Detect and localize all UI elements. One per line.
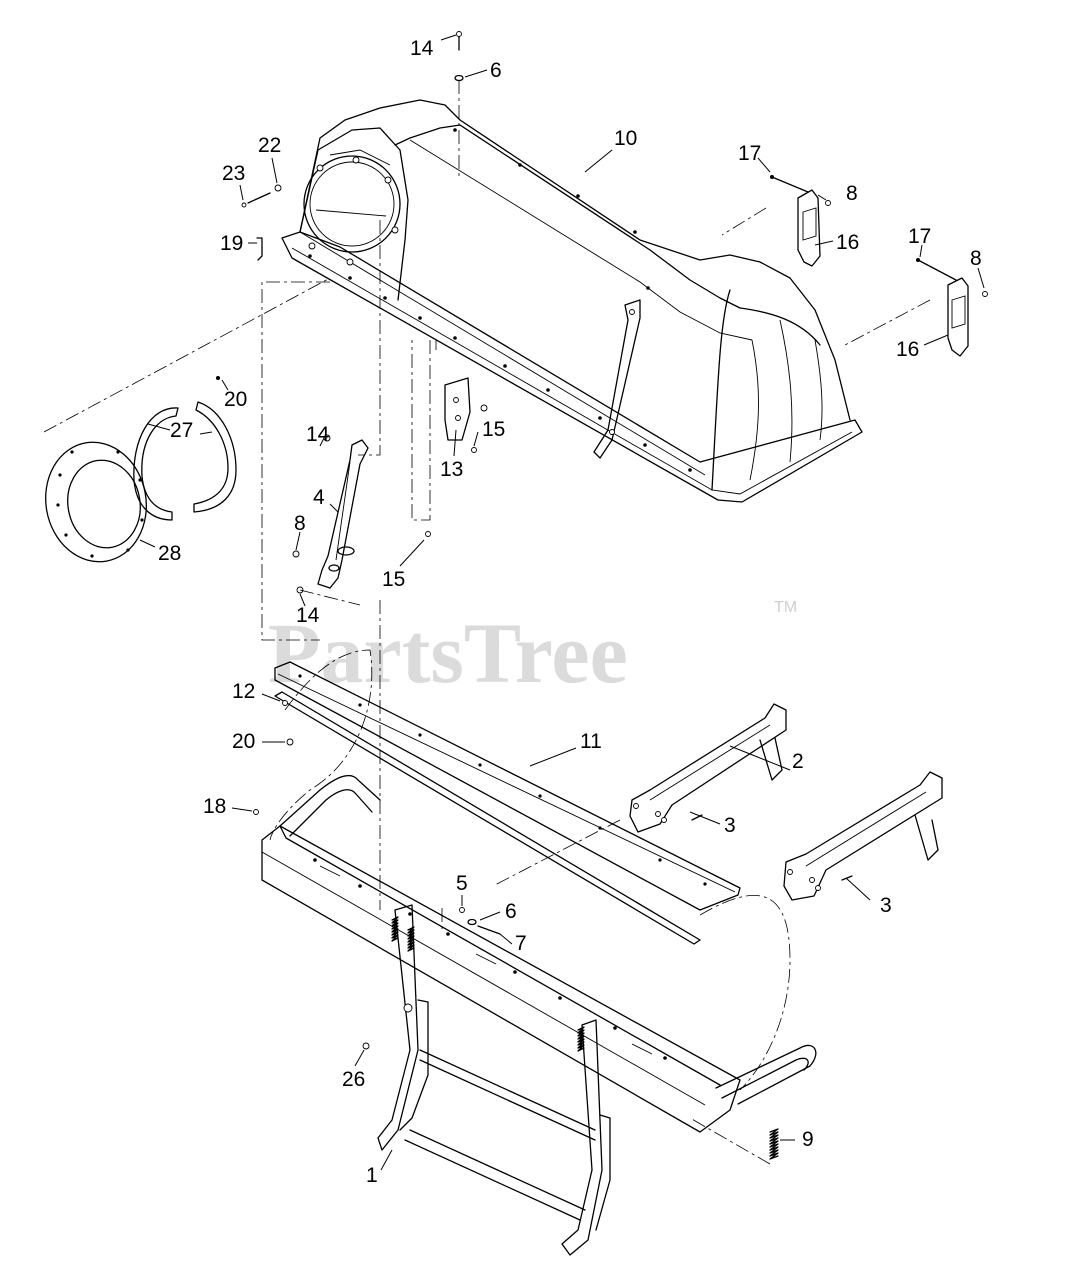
- callout-7: 7: [515, 932, 527, 955]
- callout-10: 10: [614, 127, 637, 150]
- callout-6: 6: [490, 59, 502, 82]
- callout-3: 3: [880, 894, 892, 917]
- watermark-trademark: TM: [774, 599, 797, 616]
- callout-6: 6: [505, 900, 517, 923]
- callout-27: 27: [170, 419, 193, 442]
- assembly-lines: [43, 80, 931, 1165]
- callout-13: 13: [440, 458, 463, 481]
- side-mount-lower: [783, 771, 943, 901]
- callout-16: 16: [836, 231, 859, 254]
- callout-4: 4: [313, 486, 325, 509]
- plate-11: [274, 661, 741, 911]
- plate-12: [274, 691, 701, 945]
- callout-17: 17: [738, 142, 761, 165]
- spring-9: [769, 1128, 779, 1160]
- latch-upper: [770, 175, 831, 267]
- callout-14: 14: [296, 604, 320, 627]
- bracket-13: [425, 377, 488, 537]
- callout-12: 12: [232, 680, 255, 703]
- callout-8: 8: [846, 182, 858, 205]
- hood-top-hardware: [241, 31, 464, 261]
- side-mount-upper: [629, 703, 787, 833]
- callout-5: 5: [456, 872, 468, 895]
- callout-20: 20: [232, 730, 255, 753]
- callout-14: 14: [410, 37, 434, 60]
- callout-leaders: [139, 34, 985, 1171]
- callout-16: 16: [896, 338, 919, 361]
- watermark-text: PartsTree: [268, 605, 628, 701]
- callout-19: 19: [220, 232, 243, 255]
- callout-11: 11: [580, 730, 602, 753]
- callout-15: 15: [382, 568, 405, 591]
- callout-labels: 14 6 10 22 23 19 17 8 16 17 8 16 20 27 2…: [158, 37, 982, 1187]
- hood-cover: [281, 99, 863, 503]
- callout-1: 1: [366, 1164, 378, 1187]
- callout-3: 3: [724, 814, 736, 837]
- callout-17: 17: [908, 225, 931, 248]
- callout-23: 23: [222, 162, 245, 185]
- callout-28: 28: [158, 542, 181, 565]
- callout-8: 8: [970, 247, 982, 270]
- latch-lower: [916, 258, 988, 357]
- callout-8: 8: [294, 512, 306, 535]
- callout-20: 20: [224, 388, 247, 411]
- callout-9: 9: [802, 1128, 814, 1151]
- watermark: PartsTree TM: [268, 599, 797, 701]
- bracket-4: [292, 434, 369, 594]
- callout-26: 26: [342, 1068, 365, 1091]
- main-frame: [253, 774, 817, 1133]
- callout-2: 2: [792, 750, 804, 773]
- callout-14: 14: [306, 423, 330, 446]
- center-hardware-5-6-7: [459, 907, 501, 935]
- callout-15: 15: [482, 418, 505, 441]
- callout-18: 18: [203, 795, 226, 818]
- lift-arm-assembly: [362, 904, 611, 1256]
- intake-ring-assembly: [45, 376, 237, 563]
- callout-22: 22: [258, 134, 281, 157]
